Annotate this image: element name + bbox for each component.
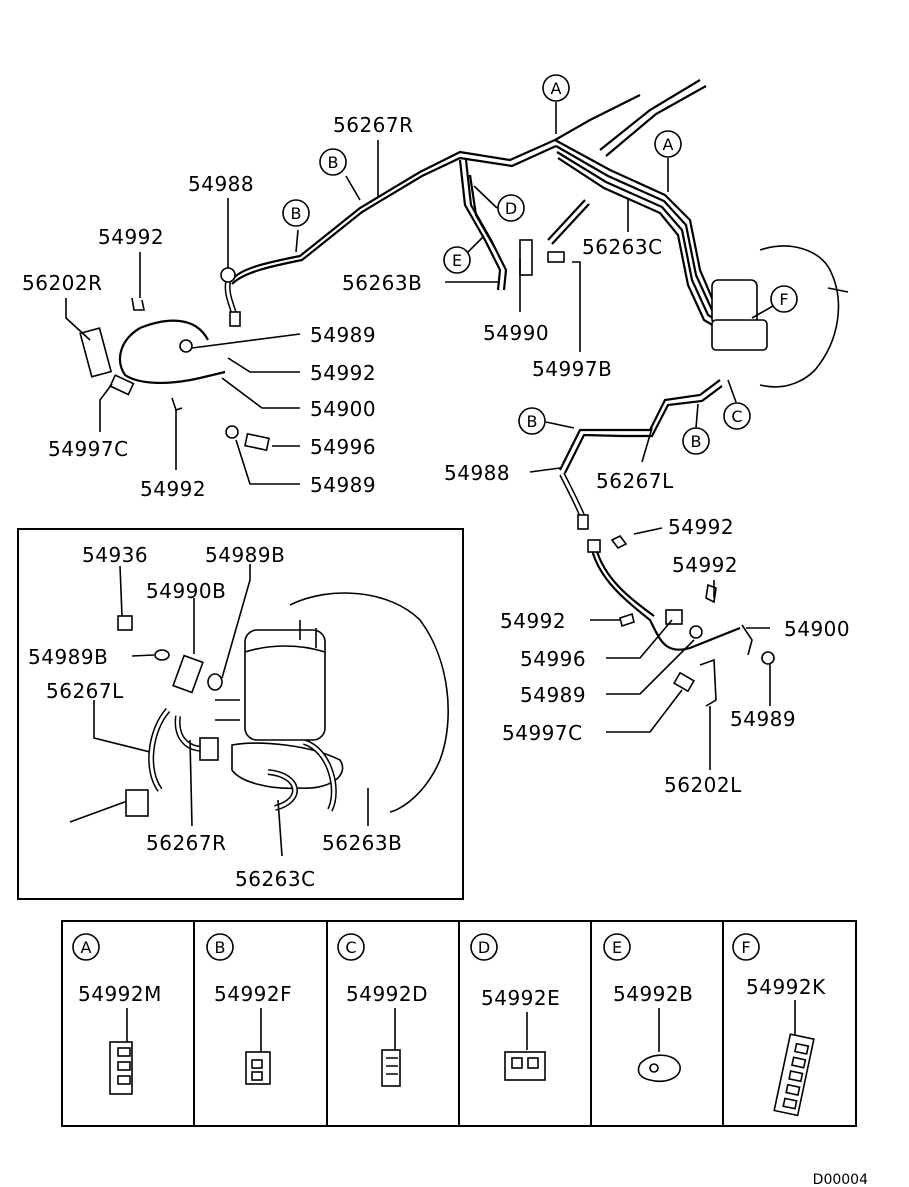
svg-text:54992F: 54992F [214,982,292,1006]
legend-cell-F: F 54992K [732,933,826,1117]
callout-E-1: E [443,246,471,274]
label-54992-d: 54992 [668,515,734,539]
svg-text:C: C [731,407,742,426]
callout-F-1: F [770,285,798,313]
main-brake-pipes [118,79,741,651]
inset-label-54936: 54936 [82,543,148,567]
svg-text:E: E [612,938,622,957]
label-56267L-right: 56267L [596,469,674,493]
clip-legend-table: A 54992M B 54992F C 5 [61,920,857,1127]
label-56267R-top: 56267R [333,113,414,137]
label-56202L: 56202L [664,773,742,797]
clip-54992D-icon [381,1049,401,1087]
label-54997C-right: 54997C [502,721,583,745]
callout-B-1: B [319,148,347,176]
callout-A-1: A [542,74,570,102]
svg-text:B: B [691,432,702,451]
inset-label-54989B-left: 54989B [28,645,108,669]
label-54992-a: 54992 [98,225,164,249]
svg-text:D: D [478,938,490,957]
callout-C-1: C [723,402,751,430]
callout-D-1: D [497,194,525,222]
svg-text:54992E: 54992E [481,986,560,1010]
callout-circles: A A B B B B C D E F [282,74,798,455]
svg-text:F: F [779,290,788,309]
label-54997B: 54997B [532,357,612,381]
label-54989-a: 54989 [310,323,376,347]
clip-54992K-icon [773,1033,815,1117]
callout-B-4: B [682,427,710,455]
legend-cell-A: A 54992M [72,933,162,1095]
label-54900-left: 54900 [310,397,376,421]
label-54989-c: 54989 [520,683,586,707]
label-54997C-left: 54997C [48,437,129,461]
diagram-code: D00004 [813,1172,868,1187]
legend-cell-B: B 54992F [206,933,292,1085]
svg-text:54992D: 54992D [346,982,428,1006]
callout-B-2: B [282,199,310,227]
brake-booster-outline [711,245,849,388]
svg-text:54992B: 54992B [613,982,693,1006]
label-54989-d: 54989 [730,707,796,731]
label-54990: 54990 [483,321,549,345]
svg-text:A: A [81,938,92,957]
label-54996-left: 54996 [310,435,376,459]
clip-54992B-icon [637,1054,681,1082]
part-number-labels: 56267R 54988 54992 56202R 54989 54992 54… [22,113,850,797]
clip-54992E-icon [504,1051,546,1081]
svg-text:54992K: 54992K [746,975,826,999]
svg-text:A: A [551,79,562,98]
label-54992-c: 54992 [140,477,206,501]
label-54900-right: 54900 [784,617,850,641]
svg-text:C: C [345,938,356,957]
svg-text:B: B [215,938,226,957]
inset-label-56267L: 56267L [46,679,124,703]
svg-text:D: D [505,199,517,218]
legend-cell-C: C 54992D [337,933,428,1087]
clip-54992F-icon [245,1051,271,1085]
svg-text:B: B [291,204,302,223]
label-54992-f: 54992 [500,609,566,633]
inset-label-56263B: 56263B [322,831,402,855]
inset-label-54990B: 54990B [146,579,226,603]
svg-text:E: E [452,251,462,270]
label-54988-right: 54988 [444,461,510,485]
legend-cell-D: D 54992E [470,933,560,1081]
svg-text:A: A [663,135,674,154]
label-54996-right: 54996 [520,647,586,671]
svg-text:54992M: 54992M [78,982,162,1006]
label-54992-e: 54992 [672,553,738,577]
svg-text:B: B [328,153,339,172]
leader-lines [65,102,781,770]
label-54992-b: 54992 [310,361,376,385]
label-56263C-top: 56263C [582,235,663,259]
legend-cell-E: E 54992B [603,933,693,1082]
label-54989-b: 54989 [310,473,376,497]
svg-text:B: B [527,412,538,431]
label-54988-left: 54988 [188,172,254,196]
inset-label-54989B-top: 54989B [205,543,285,567]
label-56263B-top: 56263B [342,271,422,295]
svg-text:F: F [741,938,750,957]
label-56202R: 56202R [22,271,103,295]
callout-A-2: A [654,130,682,158]
clip-54992M-icon [109,1041,133,1095]
inset-label-56267R: 56267R [146,831,227,855]
inset-label-56263C: 56263C [235,867,316,891]
callout-B-3: B [518,407,546,435]
inset-detail: 54936 54989B 54990B 54989B 56267L 56267R… [17,528,464,900]
